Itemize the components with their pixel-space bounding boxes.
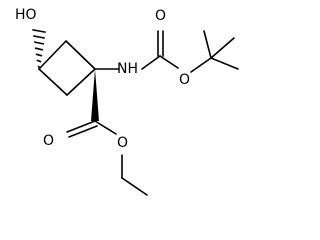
bold-wedge-bond — [91, 69, 99, 121]
ester-double-bond-a — [66, 120, 96, 133]
ch2-ch3-bond — [121, 177, 148, 196]
ester-double-bond-b — [68, 125, 98, 138]
ester-c-o-bond — [94, 120, 117, 135]
tbu-methyl-top — [203, 30, 212, 59]
n-c-bond — [141, 55, 161, 70]
carbamate-c-o-bond — [159, 55, 179, 69]
ring-bond-left — [38, 40, 67, 70]
ring-bond-top — [65, 40, 96, 70]
carbamate-ester-oxygen-label: O — [179, 72, 190, 88]
tbu-methyl-upper-right — [210, 37, 235, 59]
carbamate-carbonyl-oxygen-label: O — [155, 8, 166, 24]
ethyl-ester-group: O O — [43, 120, 148, 196]
tbu-methyl-right — [210, 57, 239, 70]
hashed-wedge-bond — [32, 29, 46, 69]
ester-carbonyl-oxygen-label: O — [43, 133, 54, 149]
o-tbu-bond — [190, 57, 212, 73]
chemical-structure: HO NH O O O O — [15, 7, 239, 196]
cyclobutane-ring — [38, 40, 96, 96]
ring-bond-right — [66, 68, 96, 96]
hydroxyl-label: HO — [15, 7, 37, 23]
hydroxyl-group: HO — [15, 7, 46, 69]
ester-oxygen-label: O — [117, 135, 128, 151]
ring-bond-bottom — [38, 68, 68, 96]
boc-amino-group: NH O O — [94, 8, 239, 88]
amine-label: NH — [117, 61, 138, 77]
